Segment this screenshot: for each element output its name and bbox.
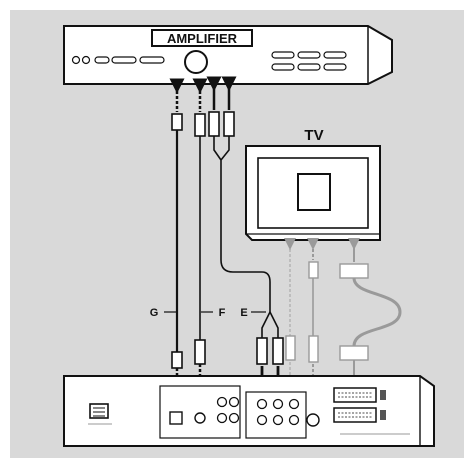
cable-g-bottom-plug [171,351,183,369]
tv-label: TV [304,127,323,144]
rca-port [288,398,300,410]
rca-port [256,398,268,410]
connector-panel [245,391,307,439]
cable-e: E [206,76,287,403]
grey-plug [308,335,319,363]
s-video-port [306,413,320,427]
scart-socket [333,407,377,423]
cable-f: F [192,78,226,400]
amplifier-label-box [151,29,253,47]
tv-picture-icon [297,173,331,211]
cable-g-top-plug [171,113,183,131]
cable-f-top-plug [194,113,206,137]
tv-grey-cables [284,238,402,398]
cable-e-bottom-plug [272,337,284,365]
rca-port [228,412,240,424]
cable-e-bottom-plug [256,337,268,365]
amplifier-led-icon [81,55,91,65]
rca-port [216,396,228,408]
grey-plug [285,335,296,361]
cable-f-bottom-plug [194,339,206,365]
rca-port [272,414,284,426]
amplifier-button [111,56,137,64]
volume-knob-icon [184,50,208,74]
rca-port [228,396,240,408]
amplifier-button [139,56,165,64]
amplifier-button [297,63,321,71]
scart-tag [380,410,386,420]
cable-g-label: G [150,307,159,319]
cable-e-label: E [240,307,247,319]
grey-plug [308,261,319,279]
rca-port [216,412,228,424]
amplifier-label: AMPLIFIER [167,31,238,46]
cable-e-top-plug [223,111,235,137]
amplifier-button [323,51,347,59]
cable-f-label: F [219,307,226,319]
cable-g: G [150,78,185,402]
amplifier-button [297,51,321,59]
amplifier-device: AMPLIFIER [63,25,393,85]
receiver-device [63,375,435,447]
optical-port [169,411,183,425]
scart-tag [380,390,386,400]
scart-plug-top [339,263,369,279]
amplifier-button [271,51,295,59]
amplifier-button [323,63,347,71]
amplifier-button [94,56,110,64]
scart-socket [333,387,377,403]
rca-port [256,414,268,426]
amplifier-led-icon [71,55,81,65]
tv-device: TV [245,127,381,241]
rca-port [288,414,300,426]
cable-e-top-plug [208,111,220,137]
scart-plug-bottom [339,345,369,361]
coax-port [194,412,206,424]
rca-port [272,398,284,410]
amplifier-button [271,63,295,71]
